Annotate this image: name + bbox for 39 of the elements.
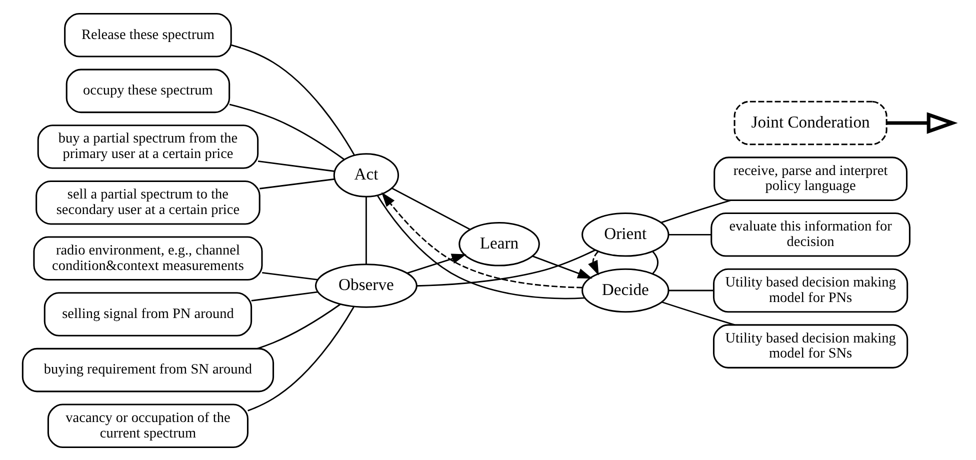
node-box: Release these spectrum xyxy=(64,12,232,57)
connector xyxy=(262,272,318,280)
arrow xyxy=(381,192,582,288)
connector xyxy=(256,303,341,349)
arrow xyxy=(406,253,466,274)
connector xyxy=(392,187,470,230)
node-box: Joint Conderation xyxy=(734,100,888,145)
arrow xyxy=(532,255,592,278)
connector xyxy=(652,250,658,274)
connector xyxy=(258,160,334,172)
node-box: radio environment, e.g., channel condition&context measurements xyxy=(33,236,263,280)
connector xyxy=(366,196,367,264)
node-ellipse: Act xyxy=(333,152,400,197)
arrow xyxy=(886,112,958,134)
connector xyxy=(376,194,585,299)
node-box: receive, parse and interpret policy language xyxy=(714,156,908,200)
connector xyxy=(660,199,732,223)
node-ellipse: Observe xyxy=(314,263,418,308)
connector xyxy=(416,248,596,286)
node-box: vacancy or occupation of the current spectrum xyxy=(47,403,248,448)
arrow xyxy=(588,250,599,275)
connector xyxy=(251,290,318,301)
node-box: buy a partial spectrum from the primary user at a certain price xyxy=(37,124,259,168)
node-box: evaluate this information for decision xyxy=(710,212,910,256)
node-box: selling signal from PN around xyxy=(44,292,252,336)
connector xyxy=(229,103,345,160)
node-ellipse: Decide xyxy=(582,268,670,312)
connector xyxy=(260,178,335,189)
node-box: Utility based decision making model for PNs xyxy=(712,268,908,312)
node-box: sell a partial spectrum to the secondary user at a certain price xyxy=(36,180,260,224)
connector xyxy=(248,306,354,411)
connector xyxy=(668,233,712,235)
node-ellipse: Learn xyxy=(458,222,540,266)
connector xyxy=(231,44,355,155)
node-box: occupy these spectrum xyxy=(66,68,230,113)
node-box: buying requirement from SN around xyxy=(22,347,274,392)
node-box: Utility based decision making model for SNs xyxy=(712,324,908,368)
connector xyxy=(668,289,714,291)
node-ellipse: Orient xyxy=(582,212,670,256)
